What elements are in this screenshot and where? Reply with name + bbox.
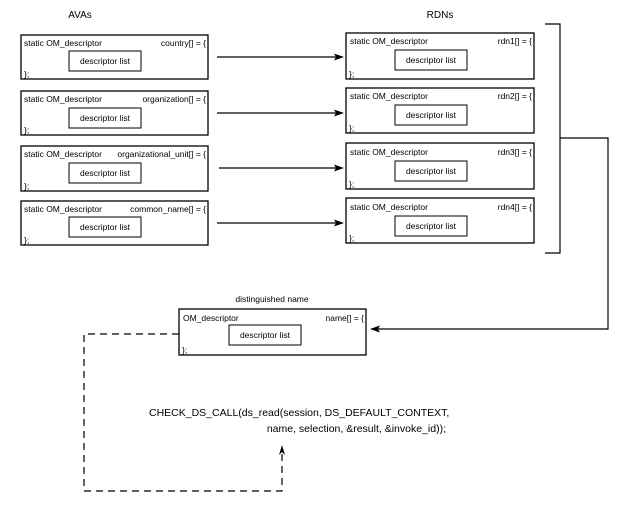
- arrow-country-to-rdn1: [217, 53, 344, 61]
- descriptor-list-box: [68, 50, 142, 72]
- call-line-1: CHECK_DS_CALL(ds_read(session, DS_DEFAUL…: [149, 407, 449, 419]
- descriptor-list-label: descriptor list: [240, 330, 291, 340]
- distinguished-name-header: distinguished name: [235, 294, 309, 304]
- rdn-name: rdn1[] = {: [498, 36, 532, 46]
- rdn-close: };: [349, 233, 354, 243]
- descriptor-list-box: [394, 215, 468, 237]
- ava-decl: static OM_descriptor: [24, 149, 102, 159]
- ava-decl: static OM_descriptor: [24, 38, 102, 48]
- rdn-box-1: static OM_descriptor rdn1[] = { descript…: [345, 32, 535, 80]
- call-line-2: name, selection, &result, &invoke_id));: [267, 423, 446, 435]
- rdn-group-bracket: [545, 23, 561, 254]
- descriptor-list-box: [394, 104, 468, 126]
- ava-decl: static OM_descriptor: [24, 94, 102, 104]
- dn-decl: OM_descriptor: [183, 313, 239, 323]
- descriptor-list-box: [68, 107, 142, 129]
- ava-close: };: [24, 125, 29, 135]
- dn-name: name[] = {: [325, 313, 364, 323]
- rdn-decl: static OM_descriptor: [350, 36, 428, 46]
- descriptor-list-box: [68, 216, 142, 238]
- ava-box-common-name: static OM_descriptor common_name[] = { d…: [20, 200, 209, 246]
- dn-box: OM_descriptor name[] = { descriptor list…: [178, 308, 367, 356]
- rdns-header: RDNs: [427, 10, 454, 21]
- ava-name: organization[] = {: [142, 94, 206, 104]
- descriptor-list-box: [394, 160, 468, 182]
- ava-close: };: [24, 235, 29, 245]
- descriptor-list-label: descriptor list: [406, 166, 457, 176]
- descriptor-list-box: [228, 324, 302, 346]
- ava-name: common_name[] = {: [130, 204, 206, 214]
- arrow-organizational-unit-to-rdn3: [219, 164, 344, 172]
- descriptor-list-label: descriptor list: [406, 221, 457, 231]
- descriptor-list-label: descriptor list: [80, 113, 131, 123]
- ava-box-organization: static OM_descriptor organization[] = { …: [20, 90, 209, 136]
- descriptor-list-label: descriptor list: [80, 222, 131, 232]
- rdn-box-4: static OM_descriptor rdn4[] = { descript…: [345, 197, 535, 244]
- ava-name: country[] = {: [161, 38, 206, 48]
- rdn-close: };: [349, 123, 354, 133]
- descriptor-list-label: descriptor list: [406, 110, 457, 120]
- descriptor-list-box: [394, 49, 468, 71]
- avas-header: AVAs: [68, 10, 92, 21]
- rdn-box-3: static OM_descriptor rdn3[] = { descript…: [345, 142, 535, 190]
- descriptor-list-label: descriptor list: [406, 55, 457, 65]
- dashed-connector-dn-to-call: [83, 333, 285, 492]
- rdn-decl: static OM_descriptor: [350, 91, 428, 101]
- rdn-decl: static OM_descriptor: [350, 202, 428, 212]
- arrow-common-name-to-rdn4: [217, 219, 344, 227]
- ava-name: organizational_unit[] = {: [117, 149, 206, 159]
- arrow-organization-to-rdn2: [217, 109, 344, 117]
- ava-close: };: [24, 181, 29, 191]
- rdn-decl: static OM_descriptor: [350, 147, 428, 157]
- rdn-close: };: [349, 179, 354, 189]
- rdn-close: };: [349, 69, 354, 79]
- rdn-name: rdn3[] = {: [498, 147, 532, 157]
- ava-close: };: [24, 69, 29, 79]
- ava-decl: static OM_descriptor: [24, 204, 102, 214]
- ava-box-country: static OM_descriptor country[] = { descr…: [20, 34, 209, 80]
- descriptor-list-box: [68, 162, 142, 184]
- rdn-name: rdn2[] = {: [498, 91, 532, 101]
- rdn-name: rdn4[] = {: [498, 202, 532, 212]
- dn-close: };: [182, 345, 187, 355]
- descriptor-list-label: descriptor list: [80, 56, 131, 66]
- descriptor-list-label: descriptor list: [80, 168, 131, 178]
- rdn-box-2: static OM_descriptor rdn2[] = { descript…: [345, 87, 535, 134]
- ava-box-organizational-unit: static OM_descriptor organizational_unit…: [20, 145, 209, 192]
- connector-rdns-to-dn: [370, 137, 609, 333]
